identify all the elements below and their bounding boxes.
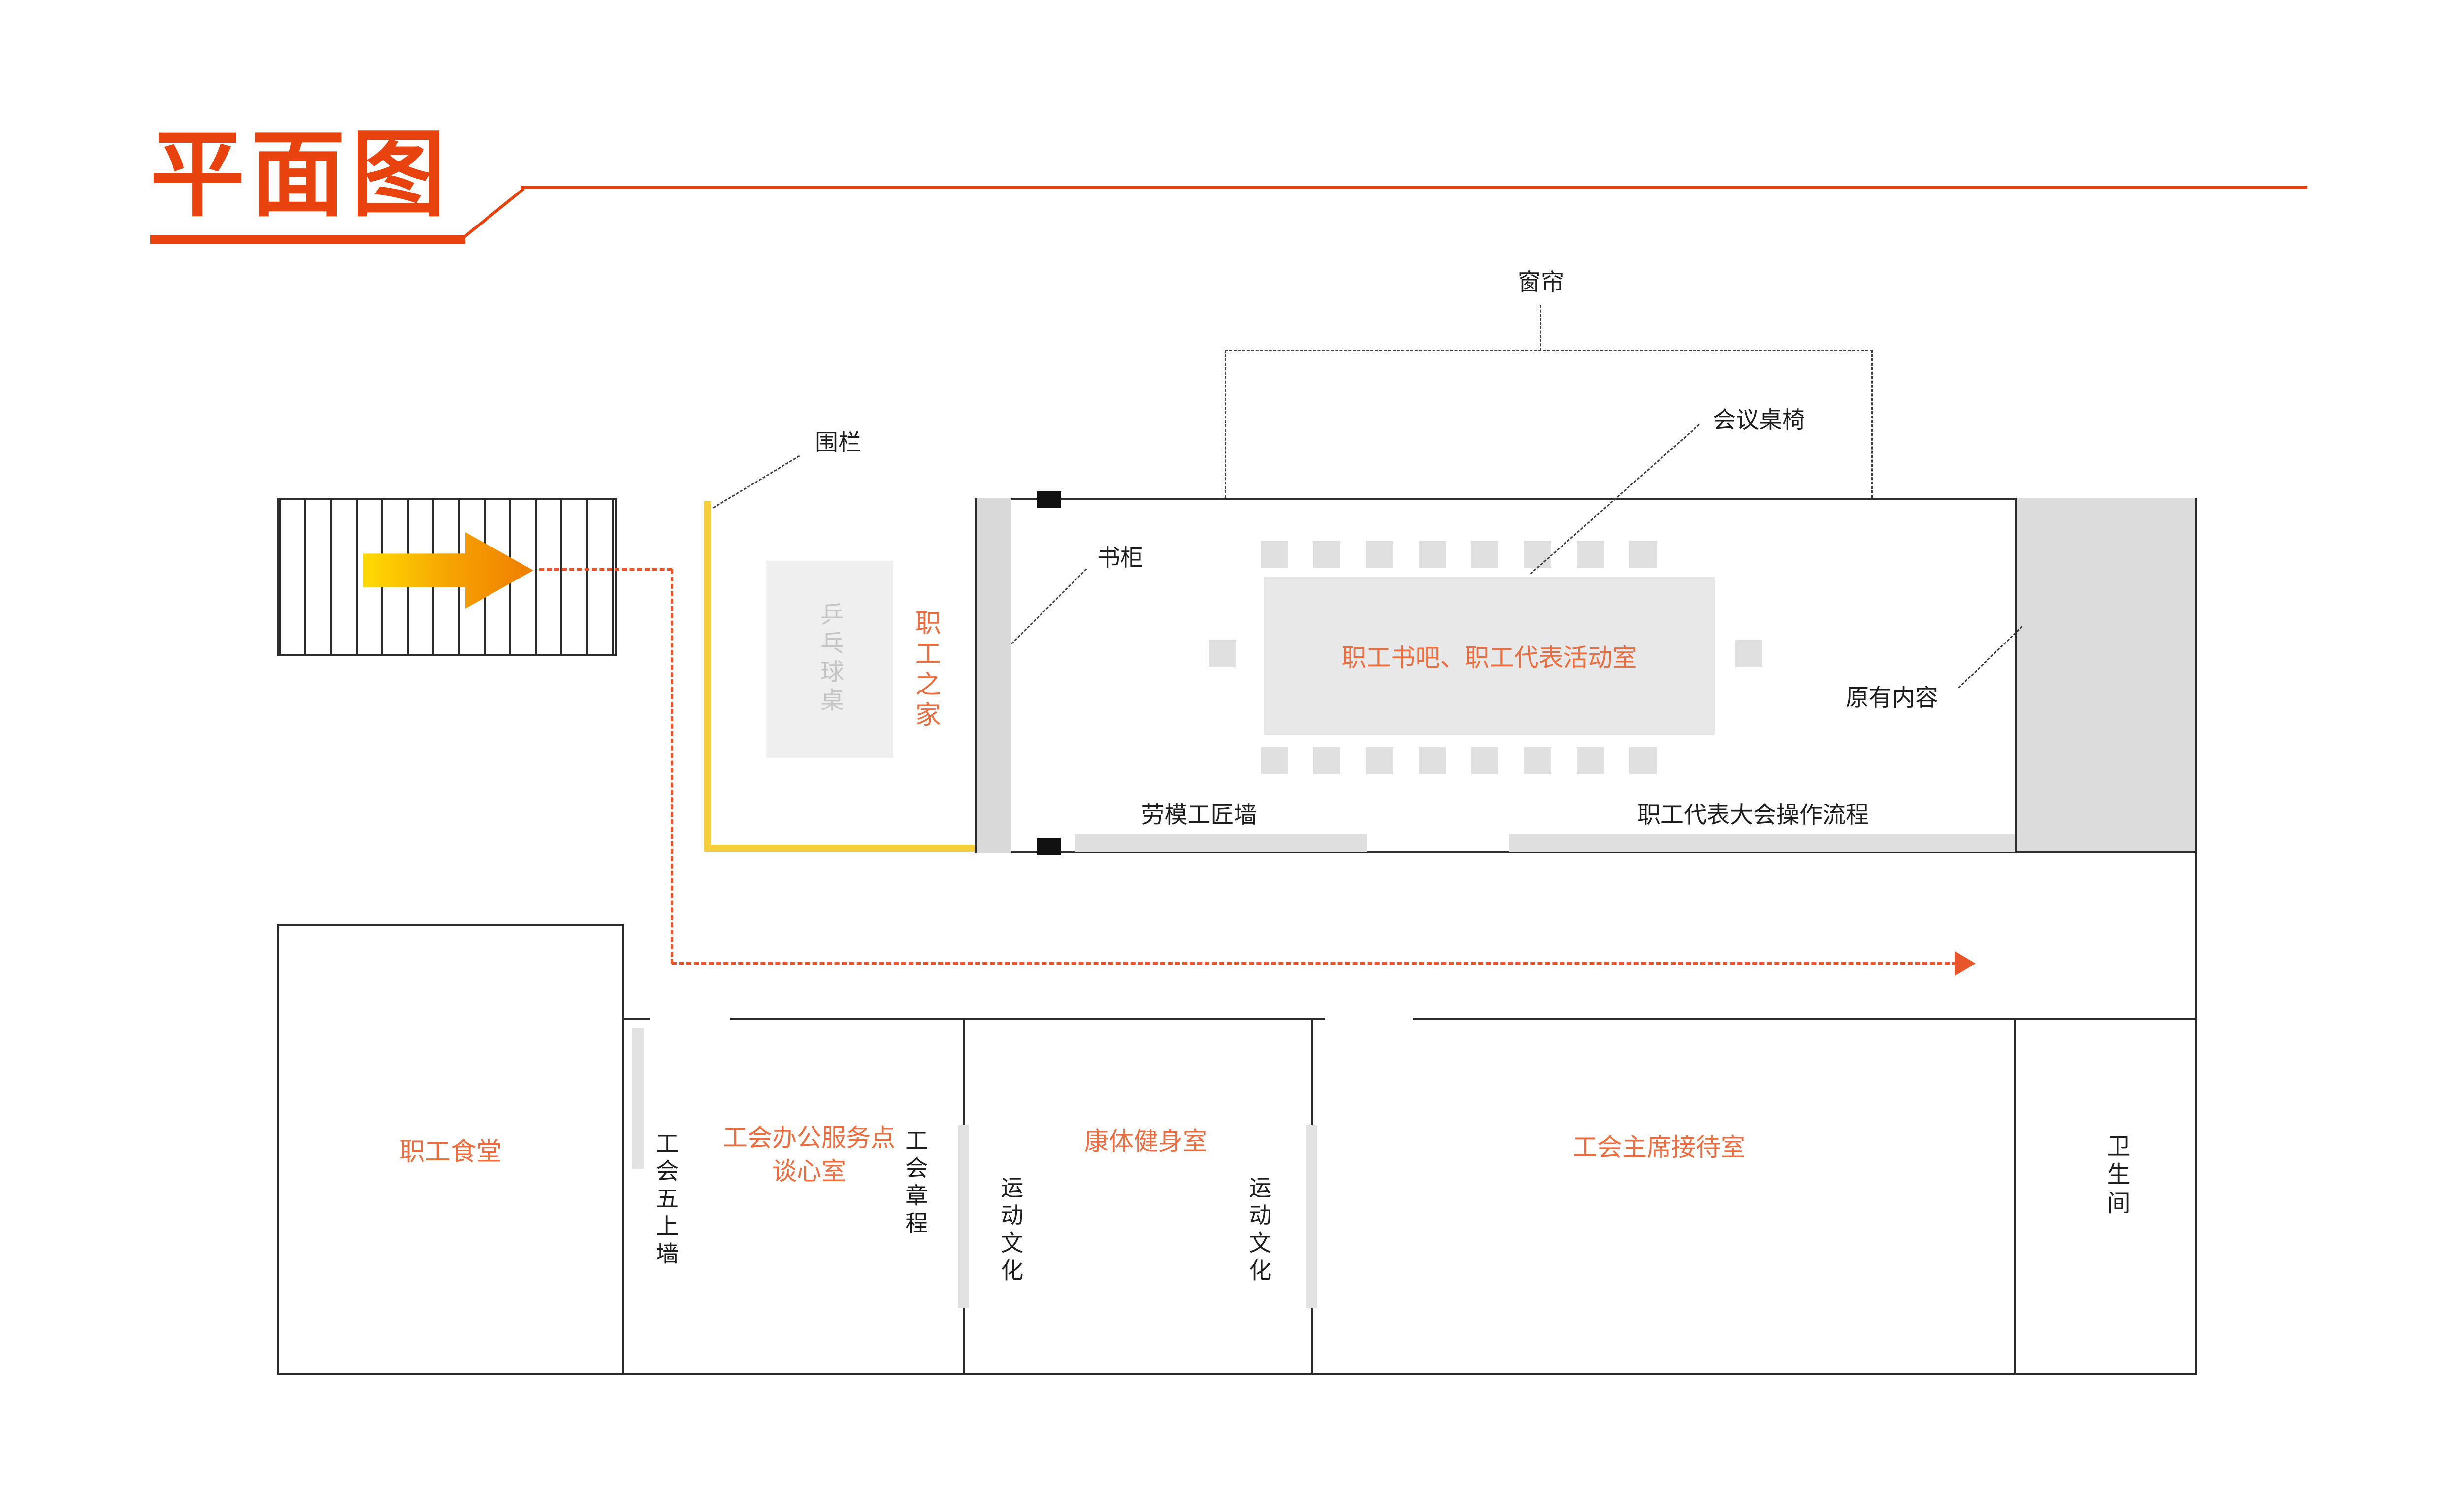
existing-content-label: 原有内容 — [1846, 684, 1938, 711]
path-segment-vertical — [671, 569, 673, 964]
fence-line-horizontal — [704, 845, 975, 852]
reception-room-label: 工会主席接待室 — [1573, 1133, 1745, 1161]
path-segment-2 — [672, 962, 1957, 965]
wall-strip-right — [1306, 1125, 1317, 1308]
union-office-line2: 谈心室 — [772, 1157, 846, 1186]
chair — [1419, 747, 1446, 774]
page-title: 平面图 — [150, 120, 452, 230]
model-worker-wall-bar — [1075, 834, 1367, 852]
staff-home-label: 职工之家 — [911, 610, 941, 732]
band-top-wall-c — [1413, 1018, 2197, 1020]
curtain-bracket-right — [1871, 350, 1873, 498]
conference-table: 职工书吧、职工代表活动室 — [1264, 577, 1715, 735]
sport-culture-right-label: 运动文化 — [1245, 1176, 1272, 1286]
fitness-room-label: 康体健身室 — [1084, 1127, 1207, 1156]
chair — [1313, 541, 1340, 568]
door-jamb-top — [1037, 491, 1061, 508]
chair — [1471, 541, 1498, 568]
building-bottom-wall — [277, 1373, 2197, 1375]
fence-leader-line — [713, 455, 800, 509]
chair — [1366, 747, 1393, 774]
band-top-wall-b — [730, 1018, 1325, 1020]
chair — [1629, 747, 1657, 774]
chair — [1577, 747, 1604, 774]
path-arrowhead-icon — [1955, 951, 1976, 976]
upper-room-top-wall — [975, 498, 2197, 500]
chair — [1577, 541, 1604, 568]
chair — [1524, 747, 1551, 774]
band-wall-3 — [2014, 1018, 2016, 1375]
union-charter-label: 工会章程 — [902, 1128, 929, 1239]
canteen-room: 职工食堂 — [277, 924, 624, 1375]
union-five-wall-label: 工会五上墙 — [652, 1131, 680, 1269]
union-office-line1: 工会办公服务点 — [723, 1124, 895, 1152]
path-segment-1 — [539, 568, 672, 571]
bookcase-leader-line — [1010, 568, 1087, 644]
chair — [1261, 747, 1288, 774]
curtain-bracket-horizontal — [1225, 350, 1873, 351]
chair — [1735, 640, 1762, 667]
union-office-label: 工会办公服务点 谈心室 — [723, 1122, 895, 1188]
restroom-label: 卫生间 — [2102, 1133, 2130, 1219]
pingpong-table: 乒乓球桌 — [766, 561, 893, 758]
model-worker-wall-label: 劳模工匠墙 — [1141, 802, 1257, 829]
congress-process-label: 职工代表大会操作流程 — [1637, 802, 1869, 829]
sport-culture-left-label: 运动文化 — [997, 1176, 1024, 1286]
existing-content-leader-line — [1957, 626, 2023, 689]
chair — [1524, 541, 1551, 568]
chair — [1261, 541, 1288, 568]
wall-strip-left — [958, 1125, 969, 1308]
chair — [1629, 541, 1657, 568]
title-underline-thin — [521, 186, 2307, 189]
main-room-label: 职工书吧、职工代表活动室 — [1341, 643, 1637, 672]
upper-room-bottom-wall — [975, 851, 2197, 853]
bookcase-strip — [975, 498, 1011, 853]
title-underline-diagonal — [461, 187, 525, 240]
pingpong-table-label: 乒乓球桌 — [816, 602, 844, 716]
chair — [1366, 541, 1393, 568]
chair — [1209, 640, 1236, 667]
fence-line-vertical — [704, 501, 711, 852]
door-jamb-bottom — [1037, 838, 1061, 855]
congress-process-bar — [1509, 834, 2015, 852]
building-right-wall — [2195, 498, 2197, 1375]
door-leaf-office — [632, 1028, 644, 1169]
band-top-wall-a — [624, 1018, 650, 1020]
fence-label: 围栏 — [815, 429, 861, 456]
curtain-bracket-left — [1225, 350, 1226, 498]
meeting-furniture-label: 会议桌椅 — [1713, 407, 1805, 434]
existing-content-area — [2015, 498, 2195, 851]
chair — [1419, 541, 1446, 568]
title-underline-thick — [150, 235, 465, 244]
bookcase-label: 书柜 — [1097, 545, 1143, 572]
canteen-label: 职工食堂 — [399, 1137, 502, 1167]
curtain-label: 窗帘 — [1518, 269, 1564, 296]
chair — [1313, 747, 1340, 774]
curtain-leader-stem — [1540, 305, 1541, 351]
chair — [1471, 747, 1498, 774]
